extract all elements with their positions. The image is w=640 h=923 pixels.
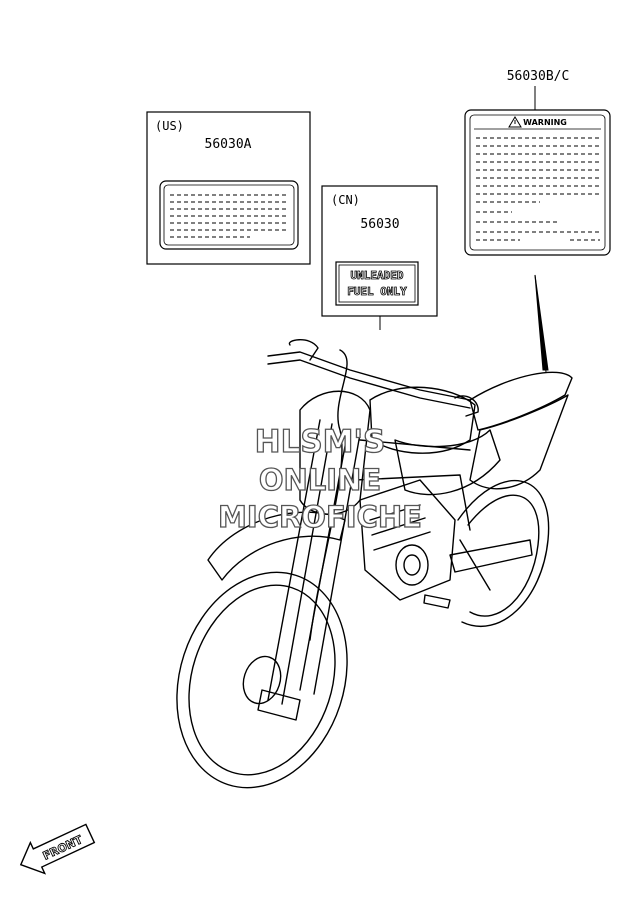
watermark-line-1: HLSM'S <box>255 424 386 460</box>
front-direction-arrow: FRONT <box>19 823 96 875</box>
callout-cn-part-number: 56030 <box>360 217 399 232</box>
label-line-unleaded: UNLEADED <box>351 269 404 282</box>
handlebar <box>267 351 471 401</box>
watermark-line-3: MICROFICHE <box>218 500 422 534</box>
callout-warning-part-number: 56030B/C <box>507 69 570 84</box>
engine <box>359 479 456 601</box>
callout-cn: (CN) 56030 UNLEADED FUEL ONLY <box>321 185 438 317</box>
callout-us-region: (US) <box>155 119 184 133</box>
number-plate <box>299 390 371 515</box>
frame <box>354 439 491 591</box>
label-line-fuel-only: FUEL ONLY <box>347 285 407 298</box>
radiator-shroud <box>394 429 501 496</box>
watermark: HLSM'S ONLINE MICROFICHE <box>217 423 422 534</box>
swingarm <box>449 539 533 573</box>
warning-triangle-icon <box>508 116 522 128</box>
callout-cn-region: (CN) <box>331 193 360 207</box>
callout-warning: 56030B/C WARNING <box>464 69 611 256</box>
motorcycle-drawing <box>176 339 573 789</box>
label-56030a-graphic <box>159 180 299 250</box>
rear-wheel <box>457 480 550 628</box>
warning-header: WARNING <box>523 118 567 127</box>
front-fork <box>267 419 361 705</box>
callout-us: (US) 56030A <box>146 111 311 265</box>
rear-fender <box>469 394 569 490</box>
front-wheel <box>176 571 348 789</box>
front-arrow-icon <box>19 823 96 875</box>
watermark-line-2: ONLINE <box>259 463 381 497</box>
callout-us-part-number: 56030A <box>205 137 252 152</box>
label-unleaded-fuel-graphic: UNLEADED FUEL ONLY <box>335 261 419 306</box>
fuel-tank <box>369 386 476 454</box>
